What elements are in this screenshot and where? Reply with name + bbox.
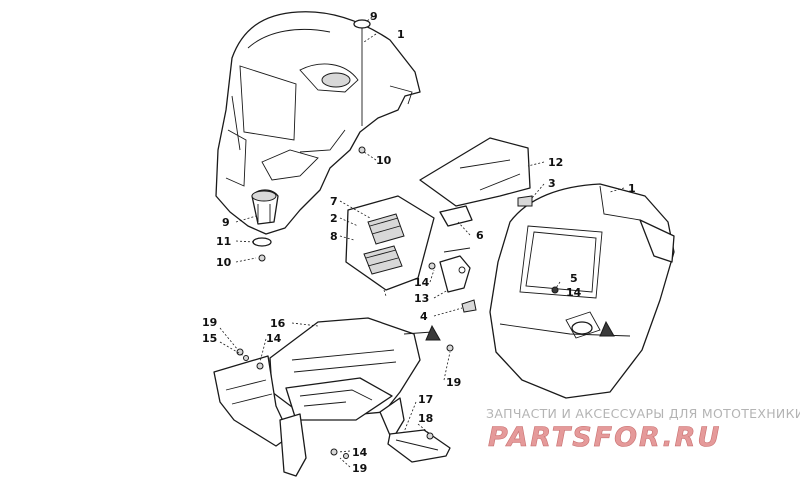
callout-1: 1 (397, 28, 405, 41)
callout-8: 8 (330, 230, 338, 243)
callout-3: 3 (548, 177, 556, 190)
label-panel (345, 195, 435, 297)
callout-14: 14 (266, 332, 282, 345)
callout-16: 16 (270, 317, 286, 330)
floor-rail (387, 429, 451, 463)
callout-19: 19 (352, 462, 367, 475)
splash-guard (419, 137, 531, 227)
callout-19: 19 (446, 376, 461, 389)
callout-19: 19 (202, 316, 217, 329)
callout-9: 9 (370, 10, 378, 23)
callout-10: 10 (376, 154, 392, 167)
callout-14: 14 (414, 276, 430, 289)
watermark-logo: PARTSFOR.RU (488, 422, 721, 453)
callout-17: 17 (418, 393, 433, 406)
leader-lines (219, 16, 625, 468)
callout-15: 15 (202, 332, 217, 345)
callout-5: 5 (570, 272, 578, 285)
callout-13: 13 (414, 292, 429, 305)
callout-7: 7 (330, 195, 338, 208)
callout-10: 10 (216, 256, 232, 269)
callout-6: 6 (476, 229, 484, 242)
front-fender-body (428, 183, 675, 399)
callout-4: 4 (420, 310, 428, 323)
watermark: ЗАПЧАСТИ И АКСЕССУАРЫ ДЛЯ МОТОТЕХНИКИ PA… (486, 406, 800, 453)
callout-18: 18 (418, 412, 433, 425)
floorboard (213, 317, 454, 477)
callout-1: 1 (628, 182, 636, 195)
callout-12: 12 (548, 156, 563, 169)
watermark-tagline: ЗАПЧАСТИ И АКСЕССУАРЫ ДЛЯ МОТОТЕХНИКИ (486, 406, 800, 421)
callout-14: 14 (566, 286, 582, 299)
callout-labels: 1 9 10 9 11 10 7 2 8 6 12 3 1 5 14 14 13… (202, 10, 636, 475)
callout-11: 11 (216, 235, 231, 248)
front-body-panel (215, 11, 421, 262)
callout-9: 9 (222, 216, 230, 229)
callout-14: 14 (352, 446, 368, 459)
callout-2: 2 (330, 212, 338, 225)
